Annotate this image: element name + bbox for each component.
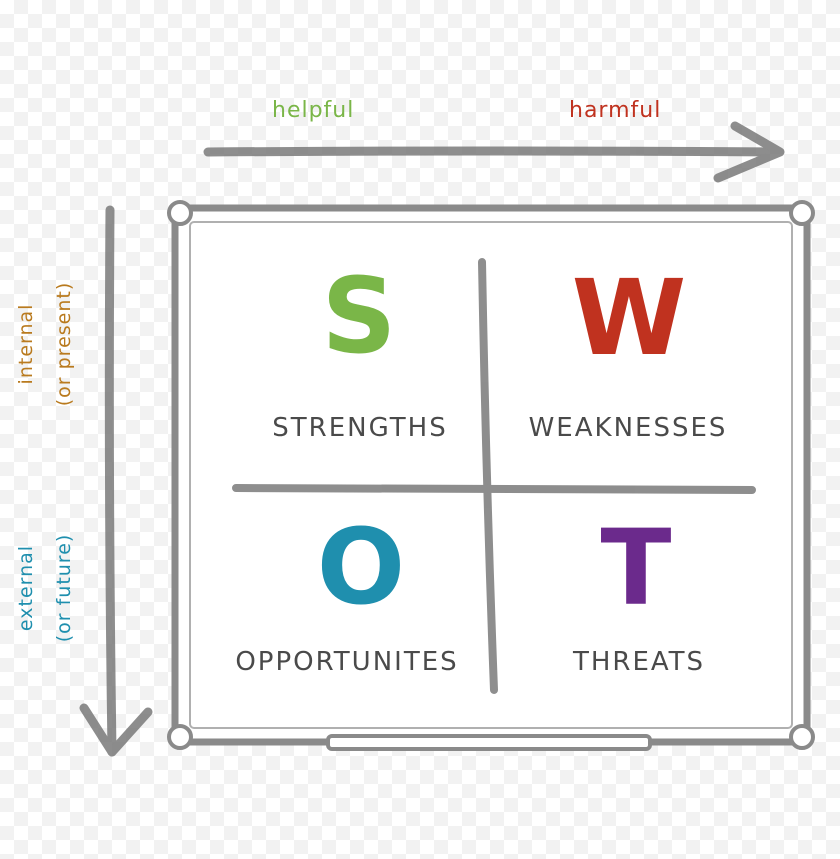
helpful-label: helpful <box>272 98 355 123</box>
vertical-arrow <box>79 205 153 757</box>
threats-title: THREATS <box>572 647 706 677</box>
weaknesses-title: WEAKNESSES <box>528 413 728 443</box>
opportunities-title: OPPORTUNITES <box>235 647 459 677</box>
external-sub-label: (or future) <box>53 533 75 643</box>
marker-tray <box>326 734 652 751</box>
threats-letter: T <box>600 507 672 629</box>
quadrant-dividers <box>232 258 756 694</box>
internal-sub-label: (or present) <box>53 281 75 407</box>
weaknesses-letter: W <box>571 257 687 379</box>
external-label: external <box>15 544 37 632</box>
harmful-label: harmful <box>569 98 662 123</box>
horizontal-arrow <box>203 121 785 183</box>
strengths-title: STRENGTHS <box>272 413 448 443</box>
whiteboard-frame <box>167 200 815 751</box>
internal-label: internal <box>15 303 37 385</box>
strengths-letter: S <box>321 255 397 377</box>
opportunities-letter: O <box>316 506 406 628</box>
